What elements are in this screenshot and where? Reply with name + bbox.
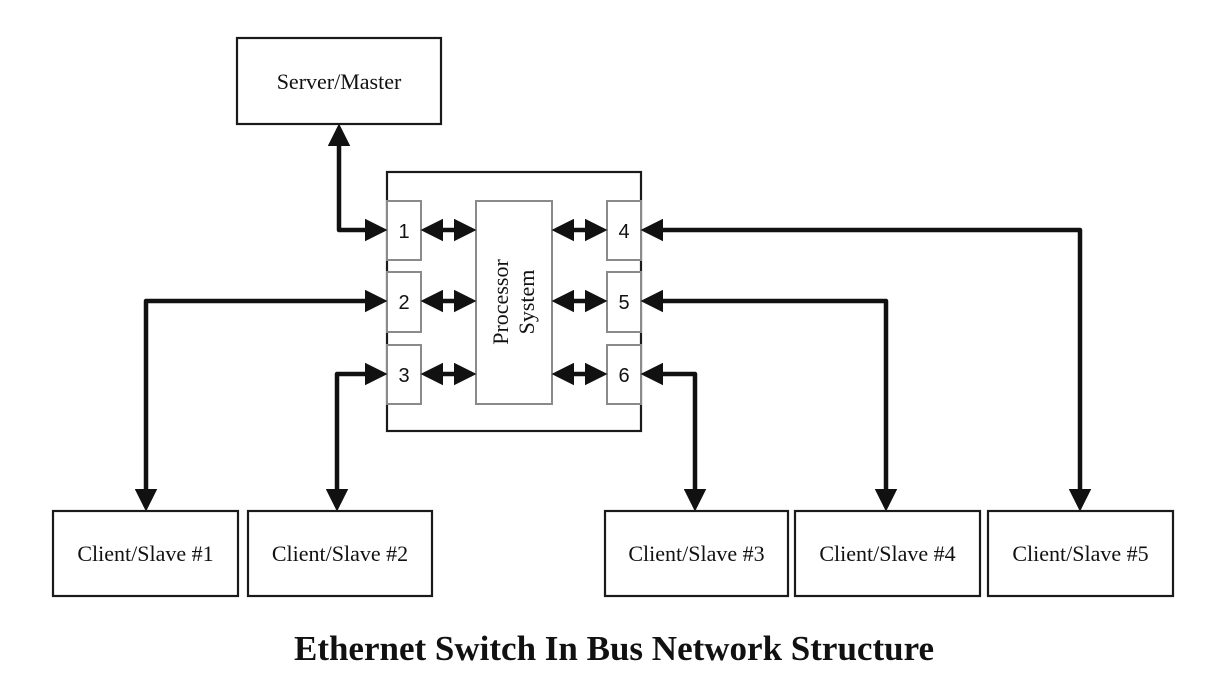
port-4: 4: [606, 200, 642, 261]
client-4-label: Client/Slave #4: [819, 541, 955, 566]
server-master-node: Server/Master: [235, 36, 443, 126]
ethernet-switch: Processor System 1 2 3 4 5 6: [385, 170, 643, 433]
client-slave-1: Client/Slave #1: [51, 509, 240, 598]
link-port5-client4: [640, 289, 898, 512]
client-3-label: Client/Slave #3: [628, 541, 764, 566]
client-5-label: Client/Slave #5: [1012, 541, 1148, 566]
client-slave-5: Client/Slave #5: [986, 509, 1175, 598]
port-5-label: 5: [618, 292, 629, 314]
server-label: Server/Master: [277, 69, 402, 94]
link-port6-client3: [640, 362, 707, 512]
port-3-label: 3: [398, 365, 409, 387]
port-1: 1: [386, 200, 422, 261]
port-4-label: 4: [618, 221, 629, 243]
port-2: 2: [386, 271, 422, 333]
client-slave-2: Client/Slave #2: [246, 509, 434, 598]
client-2-label: Client/Slave #2: [272, 541, 408, 566]
link-port3-client2: [325, 362, 388, 512]
port-1-label: 1: [398, 221, 409, 243]
client-1-label: Client/Slave #1: [77, 541, 213, 566]
port-2-label: 2: [398, 292, 409, 314]
client-slave-3: Client/Slave #3: [603, 509, 790, 598]
processor-label-line1: Processor: [488, 259, 513, 345]
processor-label-line2: System: [514, 270, 539, 335]
link-port4-client5: [640, 218, 1092, 512]
port-3: 3: [386, 344, 422, 405]
diagram-title: Ethernet Switch In Bus Network Structure: [294, 629, 934, 668]
processor-system-block: [475, 200, 553, 405]
port-5: 5: [606, 271, 642, 333]
port-6: 6: [606, 344, 642, 405]
client-slave-4: Client/Slave #4: [793, 509, 982, 598]
link-port2-client1: [134, 289, 388, 512]
port-6-label: 6: [618, 365, 629, 387]
link-server-port1: [327, 123, 388, 242]
